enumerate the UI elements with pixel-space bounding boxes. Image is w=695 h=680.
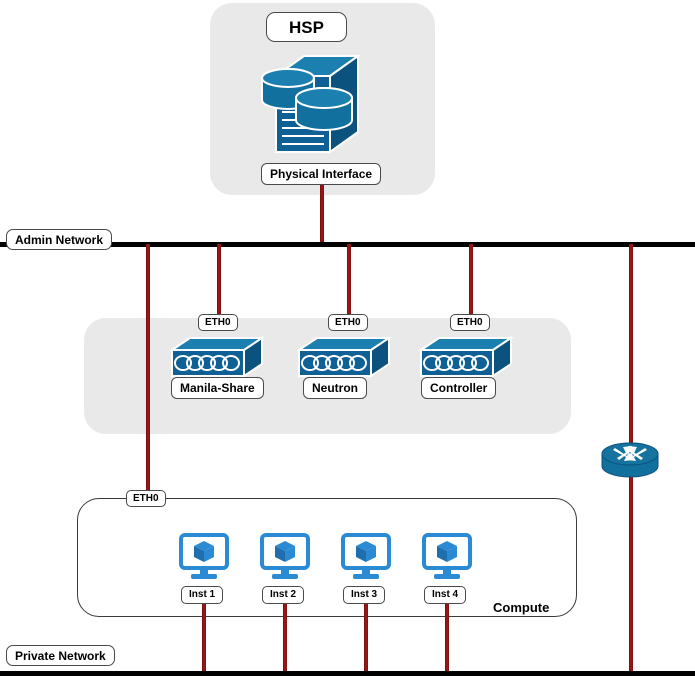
compute-title: Compute [493,600,550,615]
controller-eth0-label: ETH0 [450,314,490,331]
instance-3-label: Inst 3 [343,586,386,604]
private-network-label: Private Network [6,645,115,666]
hsp-title-text: HSP [289,17,324,37]
instance-monitor-icon [421,533,473,581]
instance-monitor-icon [340,533,392,581]
compute-box [77,498,577,617]
wire-admin-to-manila-share [217,244,221,316]
wire-instance-1-to-private [202,604,206,674]
instance-4-label: Inst 4 [424,586,467,604]
wire-instance-4-to-private [445,604,449,674]
wire-admin-to-compute [146,244,150,500]
instance-3-text: Inst 3 [351,589,378,600]
manila-share-eth0-label: ETH0 [198,314,238,331]
switch-icon [419,336,515,378]
wire-hsp-to-admin [320,185,324,245]
neutron-eth0-label: ETH0 [328,314,368,331]
hsp-physical-interface-text: Physical Interface [270,167,373,181]
private-network-bus [0,671,695,676]
controller-name-text: Controller [430,381,488,395]
instance-4-text: Inst 4 [432,589,459,600]
wire-instance-2-to-private [283,604,287,674]
manila-share-name-text: Manila-Share [180,381,255,395]
switch-icon [297,336,393,378]
compute-eth0-label: ETH0 [126,490,166,507]
instance-monitor-icon [178,533,230,581]
instance-2-label: Inst 2 [262,586,305,604]
instance-2-text: Inst 2 [270,589,297,600]
manila-share-eth0-text: ETH0 [205,316,231,328]
private-network-text: Private Network [15,648,106,663]
instance-monitor-icon [259,533,311,581]
controller-name-label: Controller [421,377,497,399]
wire-admin-to-controller [469,244,473,316]
wire-instance-3-to-private [364,604,368,674]
admin-network-label: Admin Network [6,229,113,250]
controller-eth0-text: ETH0 [457,316,483,328]
switch-icon [170,336,266,378]
neutron-eth0-text: ETH0 [335,316,361,328]
admin-network-text: Admin Network [15,232,104,247]
neutron-name-text: Neutron [312,381,358,395]
router-icon [599,441,661,483]
manila-share-name-label: Manila-Share [171,377,264,399]
neutron-name-label: Neutron [303,377,367,399]
hsp-title-box: HSP [266,12,347,42]
database-server-icon [258,48,370,158]
instance-1-label: Inst 1 [181,586,224,604]
hsp-physical-interface-label: Physical Interface [261,163,382,185]
instance-1-text: Inst 1 [189,589,216,600]
compute-eth0-text: ETH0 [133,492,159,504]
wire-admin-to-neutron [347,244,351,316]
